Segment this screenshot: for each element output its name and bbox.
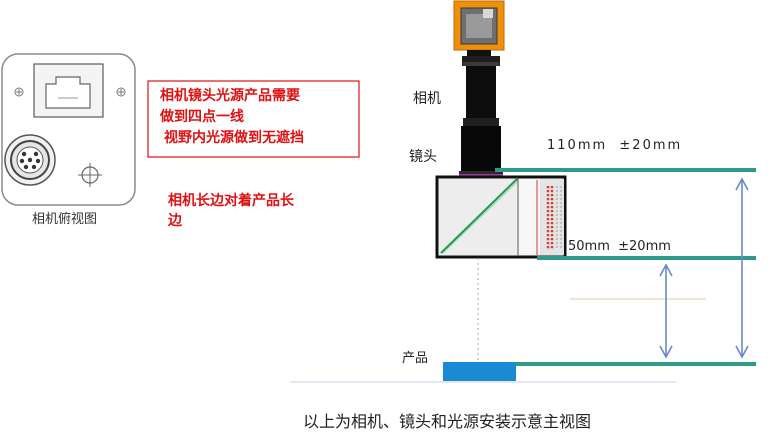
dimension-lower-label: 50mm ±20mm [568, 239, 671, 254]
dimension-upper-label: 110mm ±20mm [547, 138, 683, 153]
note-line-1: 相机镜头光源产品需要 [160, 88, 300, 104]
product-block [443, 362, 516, 381]
side-view [290, 0, 756, 383]
ethernet-port-icon [33, 63, 104, 118]
lens-icon [459, 50, 503, 176]
lens-label: 镜头 [409, 149, 437, 165]
screw-icon [14, 87, 24, 97]
dimension-arrow-lower [659, 263, 673, 359]
dimension-arrow-upper [735, 177, 749, 359]
camera-label: 相机 [413, 91, 441, 107]
camera-icon [453, 0, 505, 51]
camera-top-view [1, 53, 136, 206]
camera-top-view-caption: 相机俯视图 [32, 212, 98, 227]
crosshair-icon [78, 163, 102, 187]
note-line-2: 做到四点一线 [160, 109, 244, 125]
coaxial-light-icon [435, 175, 567, 259]
screw-icon [116, 87, 126, 97]
note-long-edge-2: 边 [168, 213, 182, 229]
note-long-edge-1: 相机长边对着产品长 [168, 193, 294, 209]
note-line-3: 视野内光源做到无遮挡 [164, 130, 304, 146]
notes-box [147, 80, 360, 158]
power-connector-icon [4, 134, 56, 186]
product-label: 产品 [402, 351, 429, 366]
main-view-caption: 以上为相机、镜头和光源安装示意主视图 [303, 412, 592, 431]
